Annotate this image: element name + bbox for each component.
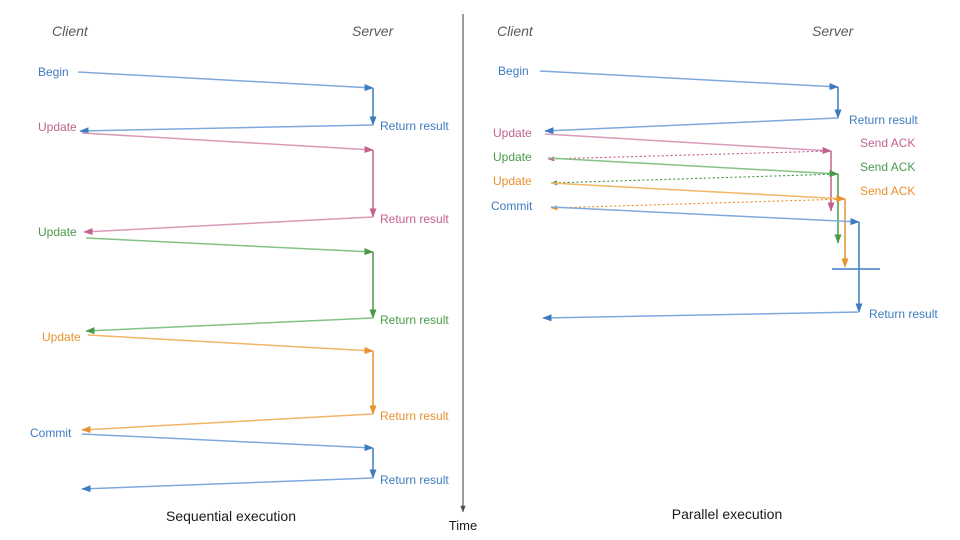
message-label-reply-commit: Return result	[380, 473, 449, 487]
reply-arrow-begin	[544, 117, 839, 135]
message-label-reply-update-1: Return result	[380, 212, 449, 226]
request-arrow-commit	[550, 206, 860, 226]
message-label-reply-update-1: Send ACK	[860, 136, 915, 150]
message-label-reply-begin: Return result	[380, 119, 449, 133]
reply-arrow-update-3	[550, 198, 846, 211]
lane-title-server: Server	[812, 23, 855, 39]
request-arrow-update-2	[85, 237, 374, 256]
message-label-request-begin: Begin	[38, 65, 69, 79]
time-axis-layer: Time Sequential execution Parallel executi…	[166, 14, 782, 533]
message-label-reply-update-3: Return result	[380, 409, 449, 423]
lane-title-server: Server	[352, 23, 395, 39]
request-arrow-commit	[81, 433, 374, 452]
time-axis: Time	[449, 14, 477, 533]
message-label-reply-begin: Return result	[849, 113, 918, 127]
message-label-request-update-2: Update	[38, 225, 77, 239]
message-label-request-begin: Begin	[498, 64, 529, 78]
message-label-request-commit: Commit	[491, 199, 533, 213]
request-arrow-update-3	[550, 182, 846, 203]
lane-title-client: Client	[52, 23, 89, 39]
request-arrow-update-3	[87, 334, 374, 355]
message-label-request-update-1: Update	[493, 126, 532, 140]
reply-arrow-begin	[79, 124, 374, 135]
time-axis-label: Time	[449, 518, 477, 533]
reply-arrow-update-1	[547, 150, 832, 162]
message-label-reply-update-2: Return result	[380, 313, 449, 327]
message-label-request-update-2: Update	[493, 150, 532, 164]
request-arrow-update-1	[544, 133, 832, 155]
message-label-request-update-1: Update	[38, 120, 77, 134]
request-arrow-begin	[77, 71, 374, 92]
reply-arrow-update-2	[85, 317, 374, 335]
message-label-request-commit: Commit	[30, 426, 72, 440]
reply-arrow-update-2	[550, 173, 839, 186]
message-label-request-update-3: Update	[42, 330, 81, 344]
lane-title-client: Client	[497, 23, 534, 39]
message-label-request-update-3: Update	[493, 174, 532, 188]
panel-caption-parallel: Parallel execution	[672, 506, 783, 522]
request-arrow-begin	[539, 70, 839, 91]
reply-arrow-commit	[542, 311, 860, 322]
message-label-reply-update-2: Send ACK	[860, 160, 915, 174]
reply-arrow-update-1	[83, 216, 374, 236]
message-label-reply-update-3: Send ACK	[860, 184, 915, 198]
panel-caption-sequential: Sequential execution	[166, 508, 296, 524]
request-arrow-update-1	[81, 132, 374, 154]
request-arrow-update-2	[547, 157, 839, 178]
reply-arrow-update-3	[81, 413, 374, 434]
reply-arrow-commit	[81, 477, 374, 493]
message-label-reply-commit: Return result	[869, 307, 938, 321]
